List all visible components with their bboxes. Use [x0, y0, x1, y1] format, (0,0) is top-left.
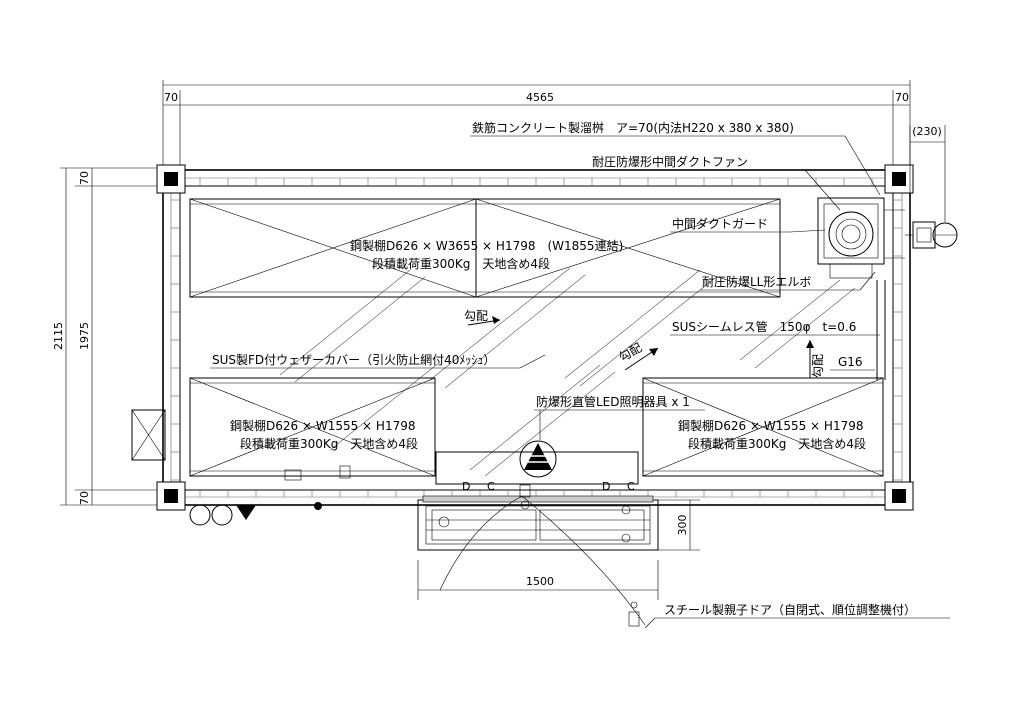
shelf-left-line1: 鋼製棚D626 × W1555 × H1798 — [230, 418, 415, 433]
exhaust-pipe: (230) — [876, 125, 958, 380]
door-pit — [417, 495, 659, 551]
shelf-top — [189, 198, 781, 298]
annotations: 鉄筋コンクリート製溜桝 ア=70(内法H220 x 380 x 380) 耐圧防… — [212, 120, 916, 617]
dim-wall-top: 70 — [78, 171, 91, 185]
label-sus-pipe: SUSシームレス管 150φ t=0.6 — [672, 319, 856, 334]
dim-door-width: 1500 — [526, 575, 554, 588]
slope-label-2: 勾配 — [617, 340, 645, 364]
label-duct-guard: 中間ダクトガード — [672, 216, 768, 231]
shelf-bottom-left — [189, 377, 436, 477]
duct-fan — [817, 197, 905, 279]
label-weather-cover: SUS製FD付ウェザーカバー（引火防止網付40ﾒｯｼｭ） — [212, 352, 495, 367]
slope-label-3: 勾配 — [811, 354, 825, 378]
bottom-left-fixtures — [189, 465, 531, 526]
mark-c2: C — [627, 480, 635, 493]
mark-c1: C — [487, 480, 495, 493]
dim-wall-bottom: 70 — [78, 491, 91, 505]
label-led-light: 防爆形直管LED照明器具 x 1 — [536, 394, 690, 409]
shelf-bottom-right — [642, 377, 884, 477]
shelf-top-line1: 鋼製棚D626 × W3655 × H1798 (W1855連結) — [350, 238, 623, 253]
mark-d2: D — [602, 480, 610, 493]
label-g16: G16 — [838, 355, 863, 369]
weather-cover-box — [131, 409, 166, 461]
label-duct-fan: 耐圧防爆形中間ダクトファン — [592, 154, 748, 169]
shelf-right-line1: 鋼製棚D626 × W1555 × H1798 — [678, 418, 863, 433]
dim-overall-width: 4565 — [526, 91, 554, 104]
shelf-left-line2: 段積載荷重300Kg 天地含め4段 — [240, 436, 418, 451]
label-elbow: 耐圧防爆LL形エルボ — [702, 274, 811, 289]
dim-pipe-offset: (230) — [912, 125, 942, 138]
door-swing: 300 1500 — [417, 495, 700, 627]
dim-wall-left: 70 — [164, 91, 178, 104]
corner-posts — [156, 164, 914, 511]
left-dimension: 2115 1975 70 70 — [52, 167, 160, 506]
top-dimension: 4565 70 70 — [162, 80, 911, 180]
shelf-top-line2: 段積載荷重300Kg 天地含め4段 — [372, 256, 550, 271]
label-door: スチール製親子ドア（自閉式、順位調整機付） — [664, 602, 916, 617]
dc-marks: D C D C — [462, 480, 635, 493]
mark-d1: D — [462, 480, 470, 493]
leader-lines — [210, 135, 950, 629]
dim-inner-height: 1975 — [78, 322, 91, 350]
led-light-fixture — [435, 440, 639, 485]
dim-overall-height: 2115 — [52, 322, 65, 350]
label-concrete-pit: 鉄筋コンクリート製溜桝 ア=70(内法H220 x 380 x 380) — [472, 120, 794, 135]
dim-wall-right: 70 — [895, 91, 909, 104]
shelf-right-line2: 段積載荷重300Kg 天地含め4段 — [688, 436, 866, 451]
slope-label-1: 勾配 — [464, 309, 488, 323]
dim-pit-depth: 300 — [676, 515, 689, 536]
